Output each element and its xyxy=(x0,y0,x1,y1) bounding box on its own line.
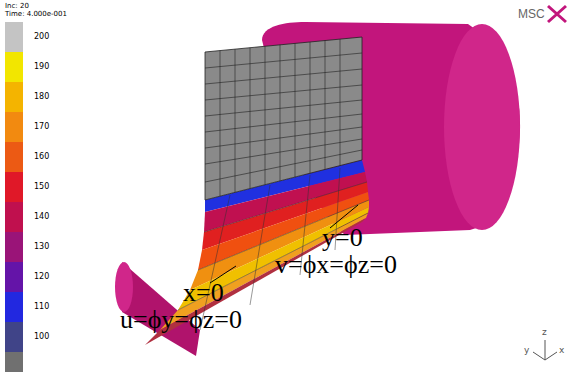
axis-label: y xyxy=(524,346,529,355)
colorbar-value: 120 xyxy=(34,273,49,281)
colorbar-swatch xyxy=(5,172,23,202)
colorbar-value: 130 xyxy=(34,243,49,251)
colorbar-swatch xyxy=(5,22,23,52)
axis-label: x xyxy=(559,346,564,355)
logo-mark xyxy=(548,6,566,22)
logo-text: MSC xyxy=(518,8,545,20)
plate-grid xyxy=(205,39,362,196)
colorbar-value: 170 xyxy=(34,123,49,131)
colorbar-value: 140 xyxy=(34,213,49,221)
boundary-condition: v=ϕx=ϕz=0 xyxy=(275,252,397,278)
colorbar-value: 200 xyxy=(34,33,49,41)
increment-label: Inc: 20 xyxy=(5,3,29,10)
colorbar-swatch xyxy=(5,322,23,352)
time-label: Time: 4.000e-001 xyxy=(5,11,67,18)
axis-triad xyxy=(533,340,557,360)
colorbar-swatch xyxy=(5,112,23,142)
colorbar-value: 100 xyxy=(34,333,49,341)
colorbar-swatch xyxy=(5,142,23,172)
roller-end xyxy=(444,24,520,230)
colorbar-swatch xyxy=(5,232,23,262)
colorbar-swatch xyxy=(5,262,23,292)
boundary-condition: u=ϕy=ϕz=0 xyxy=(120,307,242,333)
colorbar-value: 180 xyxy=(34,93,49,101)
boundary-condition: x=0 xyxy=(183,280,224,306)
colorbar-band xyxy=(5,352,23,372)
colorbar-swatch xyxy=(5,52,23,82)
colorbar-value: 150 xyxy=(34,183,49,191)
colorbar-swatch xyxy=(5,202,23,232)
grey-plate xyxy=(205,37,362,200)
small-cylinder-end xyxy=(115,262,133,312)
axis-label: z xyxy=(542,328,547,337)
boundary-condition: y=0 xyxy=(322,225,363,251)
colorbar-value: 190 xyxy=(34,63,49,71)
colorbar-value: 160 xyxy=(34,153,49,161)
colorbar-swatch xyxy=(5,82,23,112)
colorbar-value: 110 xyxy=(34,303,49,311)
colorbar-swatch xyxy=(5,292,23,322)
